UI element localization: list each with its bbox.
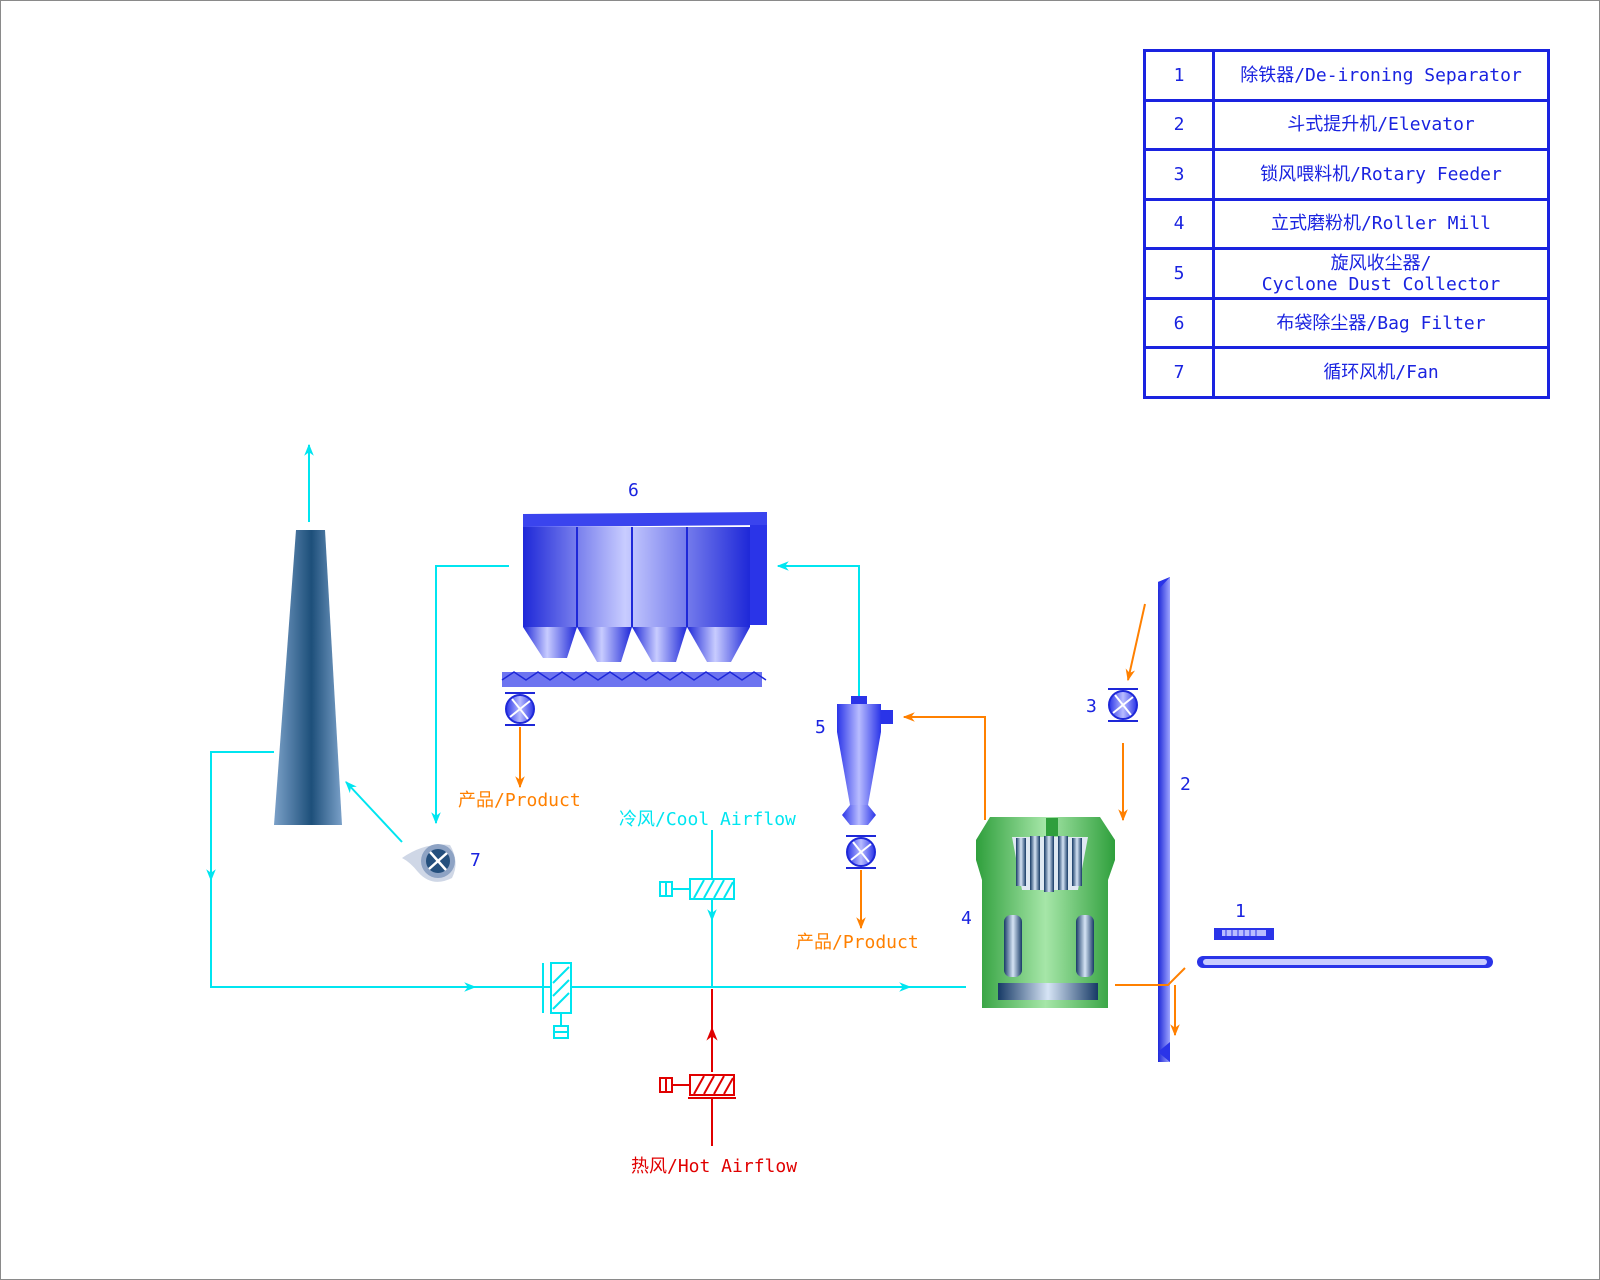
rotary-valve-bag-filter: [505, 692, 535, 726]
label-product-cyclone: 产品/Product: [796, 932, 919, 953]
legend-name: 立式磨粉机/Roller Mill: [1212, 197, 1550, 251]
legend-row: 6 布袋除尘器/Bag Filter: [1143, 296, 1550, 350]
legend-number: 7: [1143, 346, 1215, 399]
legend-number: 2: [1143, 98, 1215, 152]
cool-air-damper: [659, 878, 735, 900]
rotary-valve-cyclone: [846, 835, 876, 869]
legend-row: 7 循环风机/Fan: [1143, 346, 1550, 399]
recirculation-damper: [542, 962, 572, 1039]
legend-name: 锁风喂料机/Rotary Feeder: [1212, 148, 1550, 201]
air-flow-lines: [206, 561, 966, 992]
screw-conveyor: [501, 671, 767, 687]
legend-number: 3: [1143, 148, 1215, 201]
legend-row: 2 斗式提升机/Elevator: [1143, 98, 1550, 152]
label-cool-airflow: 冷风/Cool Airflow: [619, 809, 796, 830]
legend-number: 6: [1143, 296, 1215, 350]
label-equipment-2: 2: [1180, 774, 1191, 795]
label-equipment-7: 7: [470, 850, 481, 871]
circulating-fan: [402, 844, 456, 882]
belt-conveyor: [1197, 956, 1493, 968]
hot-air-damper: [659, 1074, 736, 1099]
bucket-elevator: [1158, 577, 1170, 1062]
legend-name: 布袋除尘器/Bag Filter: [1212, 296, 1550, 350]
legend-name: 斗式提升机/Elevator: [1212, 98, 1550, 152]
de-ironing-separator: [1214, 928, 1274, 940]
legend-number: 4: [1143, 197, 1215, 251]
legend-number: 5: [1143, 247, 1215, 300]
legend-row: 4 立式磨粉机/Roller Mill: [1143, 197, 1550, 251]
label-equipment-1: 1: [1235, 901, 1246, 922]
legend-row: 3 锁风喂料机/Rotary Feeder: [1143, 148, 1550, 201]
equipment-legend-table: 1 除铁器/De-ironing Separator 2 斗式提升机/Eleva…: [1143, 49, 1550, 399]
label-equipment-5: 5: [815, 717, 826, 738]
cyclone-dust-collector: [837, 696, 893, 825]
material-flow-lines: [515, 603, 1186, 1037]
roller-mill: [976, 817, 1115, 1008]
label-hot-airflow: 热风/Hot Airflow: [631, 1156, 797, 1177]
legend-number: 1: [1143, 49, 1215, 102]
legend-name: 旋风收尘器/ Cyclone Dust Collector: [1212, 247, 1550, 300]
legend-row: 5 旋风收尘器/ Cyclone Dust Collector: [1143, 247, 1550, 300]
legend-name: 循环风机/Fan: [1212, 346, 1550, 399]
legend-name: 除铁器/De-ironing Separator: [1212, 49, 1550, 102]
legend-row: 1 除铁器/De-ironing Separator: [1143, 49, 1550, 102]
label-product-bag-filter: 产品/Product: [458, 790, 581, 811]
rotary-feeder: [1108, 688, 1138, 722]
label-equipment-4: 4: [961, 908, 972, 929]
bag-filter: [523, 512, 767, 662]
chimney-stack: [274, 530, 342, 825]
label-equipment-6: 6: [628, 480, 639, 501]
label-equipment-3: 3: [1086, 696, 1097, 717]
